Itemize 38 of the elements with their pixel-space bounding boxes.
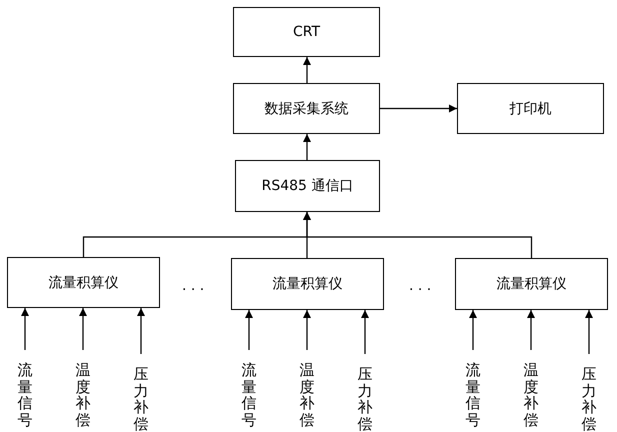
ellipsis-text: · · ·	[409, 282, 432, 298]
signal-label: 压力补偿	[582, 366, 596, 432]
arrow	[303, 310, 311, 350]
arrow	[585, 310, 593, 354]
arrow	[469, 310, 477, 350]
box-label: CRT	[292, 24, 320, 40]
arrow	[361, 310, 369, 354]
process-box	[457, 83, 604, 134]
arrow	[303, 212, 532, 258]
arrow	[380, 104, 457, 112]
signal-label: 压力补偿	[134, 366, 148, 432]
arrow	[303, 57, 311, 83]
arrow	[245, 310, 253, 350]
arrow	[303, 134, 311, 160]
process-box	[233, 7, 380, 57]
signal-label: 压力补偿	[358, 366, 372, 432]
process-box	[7, 257, 160, 308]
signal-label: 流量信号	[466, 362, 480, 428]
signal-label: 温度补偿	[76, 362, 90, 428]
arrow	[137, 308, 145, 354]
box-label: 打印机	[510, 100, 552, 118]
process-box	[233, 83, 380, 134]
arrow	[79, 308, 87, 350]
arrow	[527, 310, 535, 350]
box-label: 流量积算仪	[272, 275, 342, 293]
process-box	[235, 160, 380, 212]
process-box	[455, 258, 608, 310]
box-label: 数据采集系统	[264, 100, 348, 118]
ellipsis-text: · · ·	[182, 282, 204, 298]
signal-label: 流量信号	[18, 362, 32, 428]
box-label: 流量积算仪	[496, 275, 566, 293]
signal-label: 流量信号	[242, 362, 256, 428]
box-label: 流量积算仪	[48, 274, 118, 292]
box-label: RS485 通信口	[262, 177, 354, 195]
process-box	[231, 258, 384, 310]
signal-label: 温度补偿	[524, 362, 538, 428]
arrow	[21, 308, 29, 350]
signal-label: 温度补偿	[300, 362, 314, 428]
